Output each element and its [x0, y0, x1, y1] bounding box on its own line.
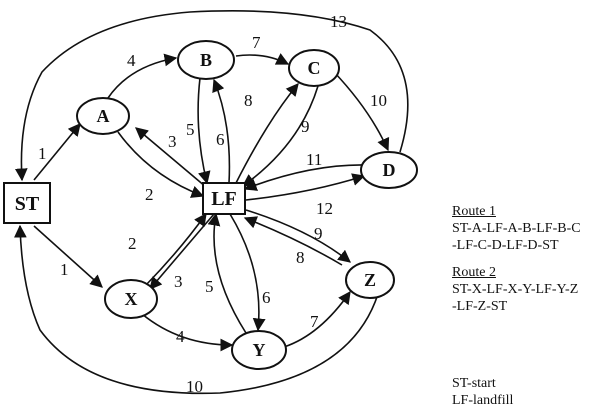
edge-d-lf — [243, 164, 367, 191]
weight-st-a: 1 — [38, 144, 47, 163]
weight-x-lf: 2 — [128, 234, 137, 253]
node-z: Z — [345, 261, 395, 299]
node-lf-label: LF — [211, 188, 237, 210]
edge-y-z — [283, 290, 351, 348]
route-2-line-2: -LF-Z-ST — [452, 299, 508, 314]
node-y: Y — [231, 330, 287, 370]
node-b: B — [177, 40, 235, 80]
weight-lf-a: 3 — [168, 132, 177, 151]
weight-lf-y: 6 — [262, 288, 271, 307]
weight-lf-x: 3 — [174, 272, 183, 291]
route-1-line-2: -LF-C-D-LF-D-ST — [452, 238, 559, 253]
node-z-label: Z — [364, 270, 376, 290]
edge-lf-y — [229, 213, 266, 332]
route-2-title: Route 2 — [452, 265, 496, 280]
weight-c-lf: 9 — [301, 117, 310, 136]
node-st: ST — [3, 182, 51, 224]
edge-c-d — [333, 71, 390, 152]
weight-lf-c: 8 — [244, 91, 253, 110]
node-a-label: A — [97, 106, 110, 126]
edge-b-c — [235, 53, 290, 65]
route-1-line-1: ST-A-LF-A-B-LF-B-C — [452, 221, 581, 236]
edge-lf-d — [245, 173, 366, 201]
weight-y-lf: 5 — [205, 277, 214, 296]
edge-y-lf — [207, 212, 247, 334]
weight-lf-b: 6 — [216, 130, 225, 149]
node-d-label: D — [383, 160, 396, 180]
weight-b-c: 7 — [252, 33, 261, 52]
edge-lf-a — [135, 127, 207, 188]
edge-a-b — [107, 53, 178, 99]
node-key: ST-start LF-landfill — [452, 375, 513, 409]
edge-st-a — [33, 123, 81, 181]
route-1: Route 1 ST-A-LF-A-B-LF-B-C -LF-C-D-LF-D-… — [452, 203, 602, 254]
weight-d-lf: 11 — [306, 150, 322, 169]
route-2-line-1: ST-X-LF-X-Y-LF-Y-Z — [452, 282, 579, 297]
weight-c-d: 10 — [370, 91, 387, 110]
weight-d-st: 13 — [330, 12, 347, 31]
edge-c-lf — [241, 85, 319, 187]
weight-a-lf: 2 — [145, 185, 154, 204]
key-start: ST-start — [452, 376, 496, 391]
weight-x-y: 4 — [176, 327, 185, 346]
node-x: X — [104, 279, 158, 319]
node-a: A — [76, 97, 130, 135]
route-1-title: Route 1 — [452, 204, 496, 219]
weight-st-x: 1 — [60, 260, 69, 279]
weight-lf-d: 12 — [316, 199, 333, 218]
edge-weights: 1 4 7 10 13 2 3 5 6 8 9 11 12 1 2 3 4 5 … — [38, 12, 387, 396]
node-y-label: Y — [253, 340, 266, 360]
key-landfill: LF-landfill — [452, 393, 514, 408]
edges — [13, 10, 409, 395]
node-d: D — [360, 151, 418, 189]
weight-z-lf: 8 — [296, 248, 305, 267]
edge-z-st — [13, 224, 379, 395]
edge-lf-b — [212, 78, 231, 184]
edge-z-lf — [243, 216, 343, 266]
weight-b-lf: 5 — [186, 120, 195, 139]
nodes: ST A B C D LF X Y — [3, 40, 418, 370]
edge-lf-z — [245, 209, 351, 263]
node-x-label: X — [125, 289, 138, 309]
weight-a-b: 4 — [127, 51, 136, 70]
edge-a-lf — [117, 131, 205, 198]
edge-x-y — [141, 313, 234, 352]
edge-st-x — [33, 225, 103, 288]
node-b-label: B — [200, 50, 212, 70]
edge-lf-c — [235, 83, 299, 184]
edge-lf-x — [149, 213, 215, 290]
edge-b-lf — [197, 77, 211, 185]
node-lf: LF — [202, 182, 246, 215]
legend: Route 1 ST-A-LF-A-B-LF-B-C -LF-C-D-LF-D-… — [452, 203, 602, 408]
node-c: C — [288, 49, 340, 87]
edge-d-st — [14, 10, 409, 182]
weight-lf-z: 9 — [314, 224, 323, 243]
route-2: Route 2 ST-X-LF-X-Y-LF-Y-Z -LF-Z-ST — [452, 264, 602, 315]
node-st-label: ST — [15, 193, 40, 215]
node-c-label: C — [308, 58, 321, 78]
weight-y-z: 7 — [310, 312, 319, 331]
weight-z-st: 10 — [186, 377, 203, 396]
